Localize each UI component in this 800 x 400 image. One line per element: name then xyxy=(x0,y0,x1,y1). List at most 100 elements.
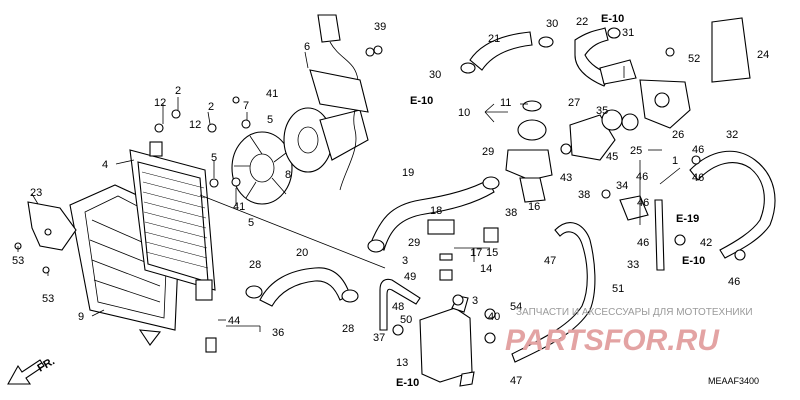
callout-47-lower: 47 xyxy=(510,375,522,387)
callout-12-right: 12 xyxy=(189,119,201,131)
callout-46-d: 46 xyxy=(728,276,740,288)
callout-41-lower: 41 xyxy=(233,201,245,213)
callout-10: 10 xyxy=(458,107,470,119)
lower-hose xyxy=(245,267,359,307)
callout-5-lower: 5 xyxy=(248,217,254,229)
callout-29-upper: 29 xyxy=(482,146,494,158)
callout-49: 49 xyxy=(404,271,416,283)
callout-3-lower: 3 xyxy=(472,295,478,307)
reserve-tank xyxy=(419,295,475,387)
callout-51: 51 xyxy=(612,283,624,295)
callout-28-left: 28 xyxy=(249,259,261,271)
callout-13: 13 xyxy=(396,357,408,369)
front-direction-arrow: FR. xyxy=(7,355,57,385)
callout-16: 16 xyxy=(528,201,540,213)
callout-30-right: 30 xyxy=(546,18,558,30)
callout-28-right: 28 xyxy=(342,323,354,335)
callout-34: 34 xyxy=(616,180,628,192)
cooling-fan xyxy=(231,131,293,205)
callout-43: 43 xyxy=(560,172,572,184)
callout-38-left: 38 xyxy=(505,207,517,219)
callout-12-left: 12 xyxy=(154,97,166,109)
callout-53-right: 53 xyxy=(42,293,54,305)
bypass-hose xyxy=(654,150,776,271)
callout-33: 33 xyxy=(627,259,639,271)
callout-44: 44 xyxy=(228,315,240,327)
callout-4: 4 xyxy=(102,159,108,171)
callout-50: 50 xyxy=(400,314,412,326)
callout-27: 27 xyxy=(568,97,580,109)
watermark-logo: PARTSFOR.RU xyxy=(505,324,720,357)
watermark-text: ЗАПЧАСТИ И АКСЕССУАРЫ ДЛЯ МОТОТЕХНИКИ xyxy=(516,307,753,318)
side-bracket xyxy=(27,201,77,251)
callout-36: 36 xyxy=(272,327,284,339)
callout-6: 6 xyxy=(304,41,310,53)
callout-41-upper: 41 xyxy=(266,88,278,100)
callout-22: 22 xyxy=(576,16,588,28)
watermark: ЗАПЧАСТИ И АКСЕССУАРЫ ДЛЯ МОТОТЕХНИКИ PA… xyxy=(505,307,753,357)
callout-35: 35 xyxy=(596,105,608,117)
callout-8: 8 xyxy=(285,169,291,181)
callout-15: 15 xyxy=(486,247,498,259)
callout-40: 40 xyxy=(488,311,500,323)
callout-2-lower: 2 xyxy=(208,101,214,113)
callout-47-upper: 47 xyxy=(544,255,556,267)
callout-46-upper: 46 xyxy=(692,144,704,156)
callout-53-left: 53 xyxy=(12,255,24,267)
front-arrow-label: FR. xyxy=(36,355,57,374)
callout-46-mid: 46 xyxy=(692,172,704,184)
misc-parts xyxy=(232,45,746,344)
callout-18: 18 xyxy=(430,205,442,217)
callout-9: 9 xyxy=(78,311,84,323)
radiator xyxy=(129,141,216,301)
hose-21 xyxy=(460,31,554,74)
diagram-code: MEAAF3400 xyxy=(708,376,759,386)
callout-1: 1 xyxy=(672,155,678,167)
callout-39: 39 xyxy=(374,21,386,33)
callout-24: 24 xyxy=(757,49,769,61)
callout-46-c: 46 xyxy=(637,237,649,249)
ref-e10-bottom: E-10 xyxy=(396,377,419,389)
upper-hose xyxy=(367,176,500,253)
ref-e10-right: E-10 xyxy=(682,255,705,267)
callout-54: 54 xyxy=(510,301,522,313)
callout-52: 52 xyxy=(688,53,700,65)
fan-bracket-wire xyxy=(309,14,375,191)
callout-21: 21 xyxy=(488,33,500,45)
callout-46-b: 46 xyxy=(637,197,649,209)
callout-42: 42 xyxy=(700,237,712,249)
thermostat-housing xyxy=(569,59,691,161)
ref-e10-left: E-10 xyxy=(410,95,433,107)
callout-23: 23 xyxy=(30,187,42,199)
fan-motor xyxy=(283,107,369,173)
callout-45: 45 xyxy=(606,151,618,163)
callout-2-upper: 2 xyxy=(175,85,181,97)
filler-neck xyxy=(505,100,553,203)
overflow-tube-48 xyxy=(379,278,421,331)
ref-e19: E-19 xyxy=(676,213,699,225)
callout-19: 19 xyxy=(402,167,414,179)
callout-17: 17 xyxy=(470,247,482,259)
callout-29-lower: 29 xyxy=(408,237,420,249)
callout-14: 14 xyxy=(480,263,492,275)
cover-plate xyxy=(711,17,751,83)
callout-46-a: 46 xyxy=(636,171,648,183)
callout-31: 31 xyxy=(622,27,634,39)
callout-7: 7 xyxy=(243,100,249,112)
callout-48: 48 xyxy=(392,301,404,313)
ref-e10-top: E-10 xyxy=(601,13,624,25)
callout-38-right: 38 xyxy=(578,189,590,201)
callout-20: 20 xyxy=(296,247,308,259)
leader-lines xyxy=(17,51,681,332)
siphon-tube xyxy=(511,222,596,363)
callout-32: 32 xyxy=(726,129,738,141)
callout-11: 11 xyxy=(500,97,511,109)
callout-30-left: 30 xyxy=(429,69,441,81)
callout-5-upper: 5 xyxy=(267,114,273,126)
section-references: E-10 E-10 E-10 E-10 E-19 xyxy=(396,13,705,389)
callout-37: 37 xyxy=(373,332,385,344)
callout-5-mid: 5 xyxy=(211,152,217,164)
callout-3-upper: 3 xyxy=(402,255,408,267)
callout-numbers: 6 39 2 12 2 12 7 41 5 5 8 4 41 5 23 53 5… xyxy=(12,16,769,387)
